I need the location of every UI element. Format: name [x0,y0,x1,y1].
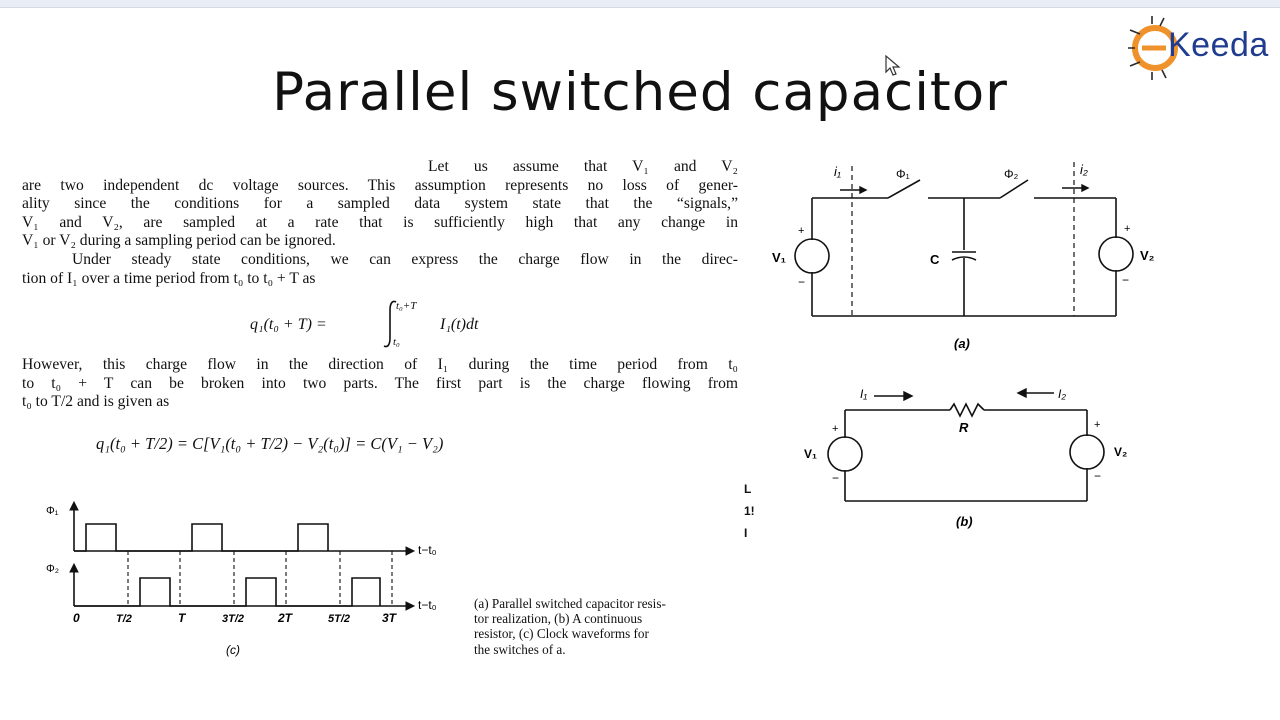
eq1-left: q₁(t₀ + T) = [250,316,327,333]
equation-charge-integral: q₁(t₀ + T) = [250,316,327,334]
label-v2: V₂ [1114,445,1127,459]
text-line: However, this charge flow in the directi… [22,356,738,373]
label-i1: i₁ [834,164,841,179]
tick-label: 0 [73,611,80,625]
tick-label: T [178,611,187,625]
text-line: tion of I₁ over a time period from t₀ to… [22,269,316,287]
switch-phi2 [999,179,1029,199]
tick-label: T/2 [116,613,132,625]
label-phi2: Φ₂ [46,563,59,575]
slide-title: Parallel switched capacitor [272,62,1008,123]
label-i2: i₂ [1080,162,1088,177]
label-phi1: Φ₁ [896,167,910,181]
plus-sign: + [798,225,804,237]
text-line: V₁ or V₂ during a sampling period can be… [22,232,336,250]
label-phi1: Φ₁ [46,505,59,517]
label-v1: V₁ [772,250,786,265]
paragraph-assumption: Let us assume that V₁ and V₂ are two ind… [22,158,738,251]
text-line: Under steady state conditions, we can ex… [72,251,738,268]
eq1-lower-limit: t₀ [393,336,400,348]
text-line: V₁ and V₂, are sampled at a rate that is… [22,213,738,231]
resistor-icon [949,402,985,418]
tick-label: 2T [277,611,294,625]
text-line: Let us assume that V₁ and V₂ [428,158,738,175]
label-v2: V₂ [1140,248,1155,263]
label-resistor: R [959,420,969,435]
tick-label: 3T/2 [222,613,244,625]
caption-line: resistor, (c) Clock waveforms for [474,626,649,642]
logo-mark-icon [1128,16,1178,80]
caption-line: tor realization, (b) A continuous [474,611,643,627]
equation-first-part: q₁(t₀ + T/2) = C[V₁(t₀ + T/2) − V₂(t₀)] … [96,434,444,453]
eq1-integrand: I₁(t)dt [440,316,479,333]
figure-b-continuous-resistor: I₁ I₂ R V₁ V₂ + − + − (b) [804,387,1127,529]
edge-mark: I [744,526,748,540]
figure-caption: (a) Parallel switched capacitor resis- t… [474,596,738,657]
browser-top-strip [0,0,1280,8]
label-I2: I₂ [1058,387,1066,401]
logo-text: Keeda [1168,26,1269,64]
figure-c-clock-waveforms: Φ₁ Φ₂ t−t₀ t−t₀ 0 T/2 T 3T/2 2T 5T/2 3T … [46,500,437,657]
text-line: ality since the conditions for a sampled… [22,195,738,213]
tick-label: 3T [382,611,398,625]
figure-a-switched-capacitor: i₁ i₂ Φ₁ Φ₂ C V₁ V₂ + − + − (a) [772,162,1155,351]
figure-a-label: (a) [954,336,970,351]
plus-sign: + [1124,223,1130,235]
figure-c-label: (c) [226,643,240,657]
ekeeda-logo [1122,12,1272,84]
v1-source-icon [827,436,863,472]
label-I1: I₁ [860,387,867,401]
label-phi2: Φ₂ [1004,167,1019,181]
label-v1: V₁ [804,447,817,461]
axis-label-t-minus-t0: t−t₀ [418,598,437,612]
edge-mark: 1! [744,504,755,518]
figure-b-label: (b) [956,514,973,529]
minus-sign: − [1122,273,1129,287]
v2-source-icon [1069,434,1105,470]
caption-line: (a) Parallel switched capacitor resis- [474,596,666,611]
minus-sign: − [1094,469,1101,483]
plus-sign: + [832,423,838,435]
v2-source-icon [1098,236,1134,272]
tick-label: 5T/2 [328,613,350,625]
v1-source-icon [794,238,830,274]
plus-sign: + [1094,419,1100,431]
text-line: are two independent dc voltage sources. … [22,176,738,194]
paragraph-steady-state: Under steady state conditions, we can ex… [22,251,738,288]
text-line: to t₀ + T can be broken into two parts. … [22,374,738,392]
label-capacitor: C [930,252,940,267]
mouse-pointer-icon [885,54,901,76]
caption-line: the switches of a. [474,641,566,657]
switch-phi1 [887,179,921,199]
text-line: t₀ to T/2 and is given as [22,393,170,411]
edge-mark: L [744,482,752,496]
eq1-upper-limit: t₀+T [396,300,417,312]
paragraph-two-parts: However, this charge flow in the directi… [22,356,738,412]
integral-sign-icon [383,300,397,348]
minus-sign: − [832,471,839,485]
minus-sign: − [798,275,805,289]
axis-label-t-minus-t0: t−t₀ [418,543,437,557]
edge-artifact-marks: L 1! I [744,478,755,544]
